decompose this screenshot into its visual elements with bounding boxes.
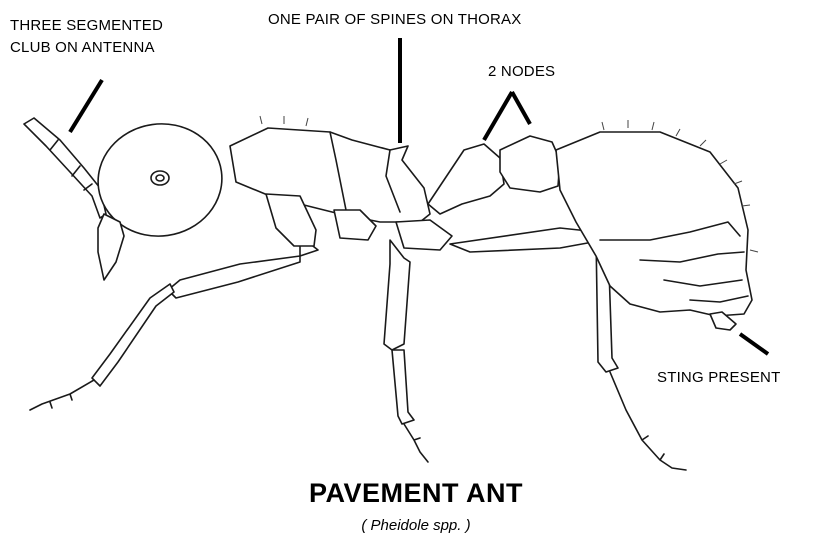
front-leg (30, 236, 318, 410)
diagram-title: PAVEMENT ANT (0, 478, 832, 509)
diagram-subtitle: ( Pheidole spp. ) (0, 517, 832, 534)
spines-label: ONE PAIR OF SPINES ON THORAX (268, 10, 521, 29)
nodes (428, 136, 560, 214)
antenna-label-line2: CLUB ON ANTENNA (10, 38, 155, 57)
gaster (556, 132, 752, 330)
nodes-leader-right (512, 92, 530, 124)
head (91, 116, 229, 280)
sting-leader (740, 334, 768, 354)
antenna-label-line1: THREE SEGMENTED (10, 16, 163, 35)
middle-leg (384, 240, 428, 462)
nodes-label: 2 NODES (488, 62, 555, 81)
sting-label: STING PRESENT (657, 368, 780, 387)
thorax (230, 128, 452, 250)
nodes-leader-left (484, 92, 512, 140)
antenna (24, 118, 106, 218)
antenna-leader (70, 80, 102, 132)
